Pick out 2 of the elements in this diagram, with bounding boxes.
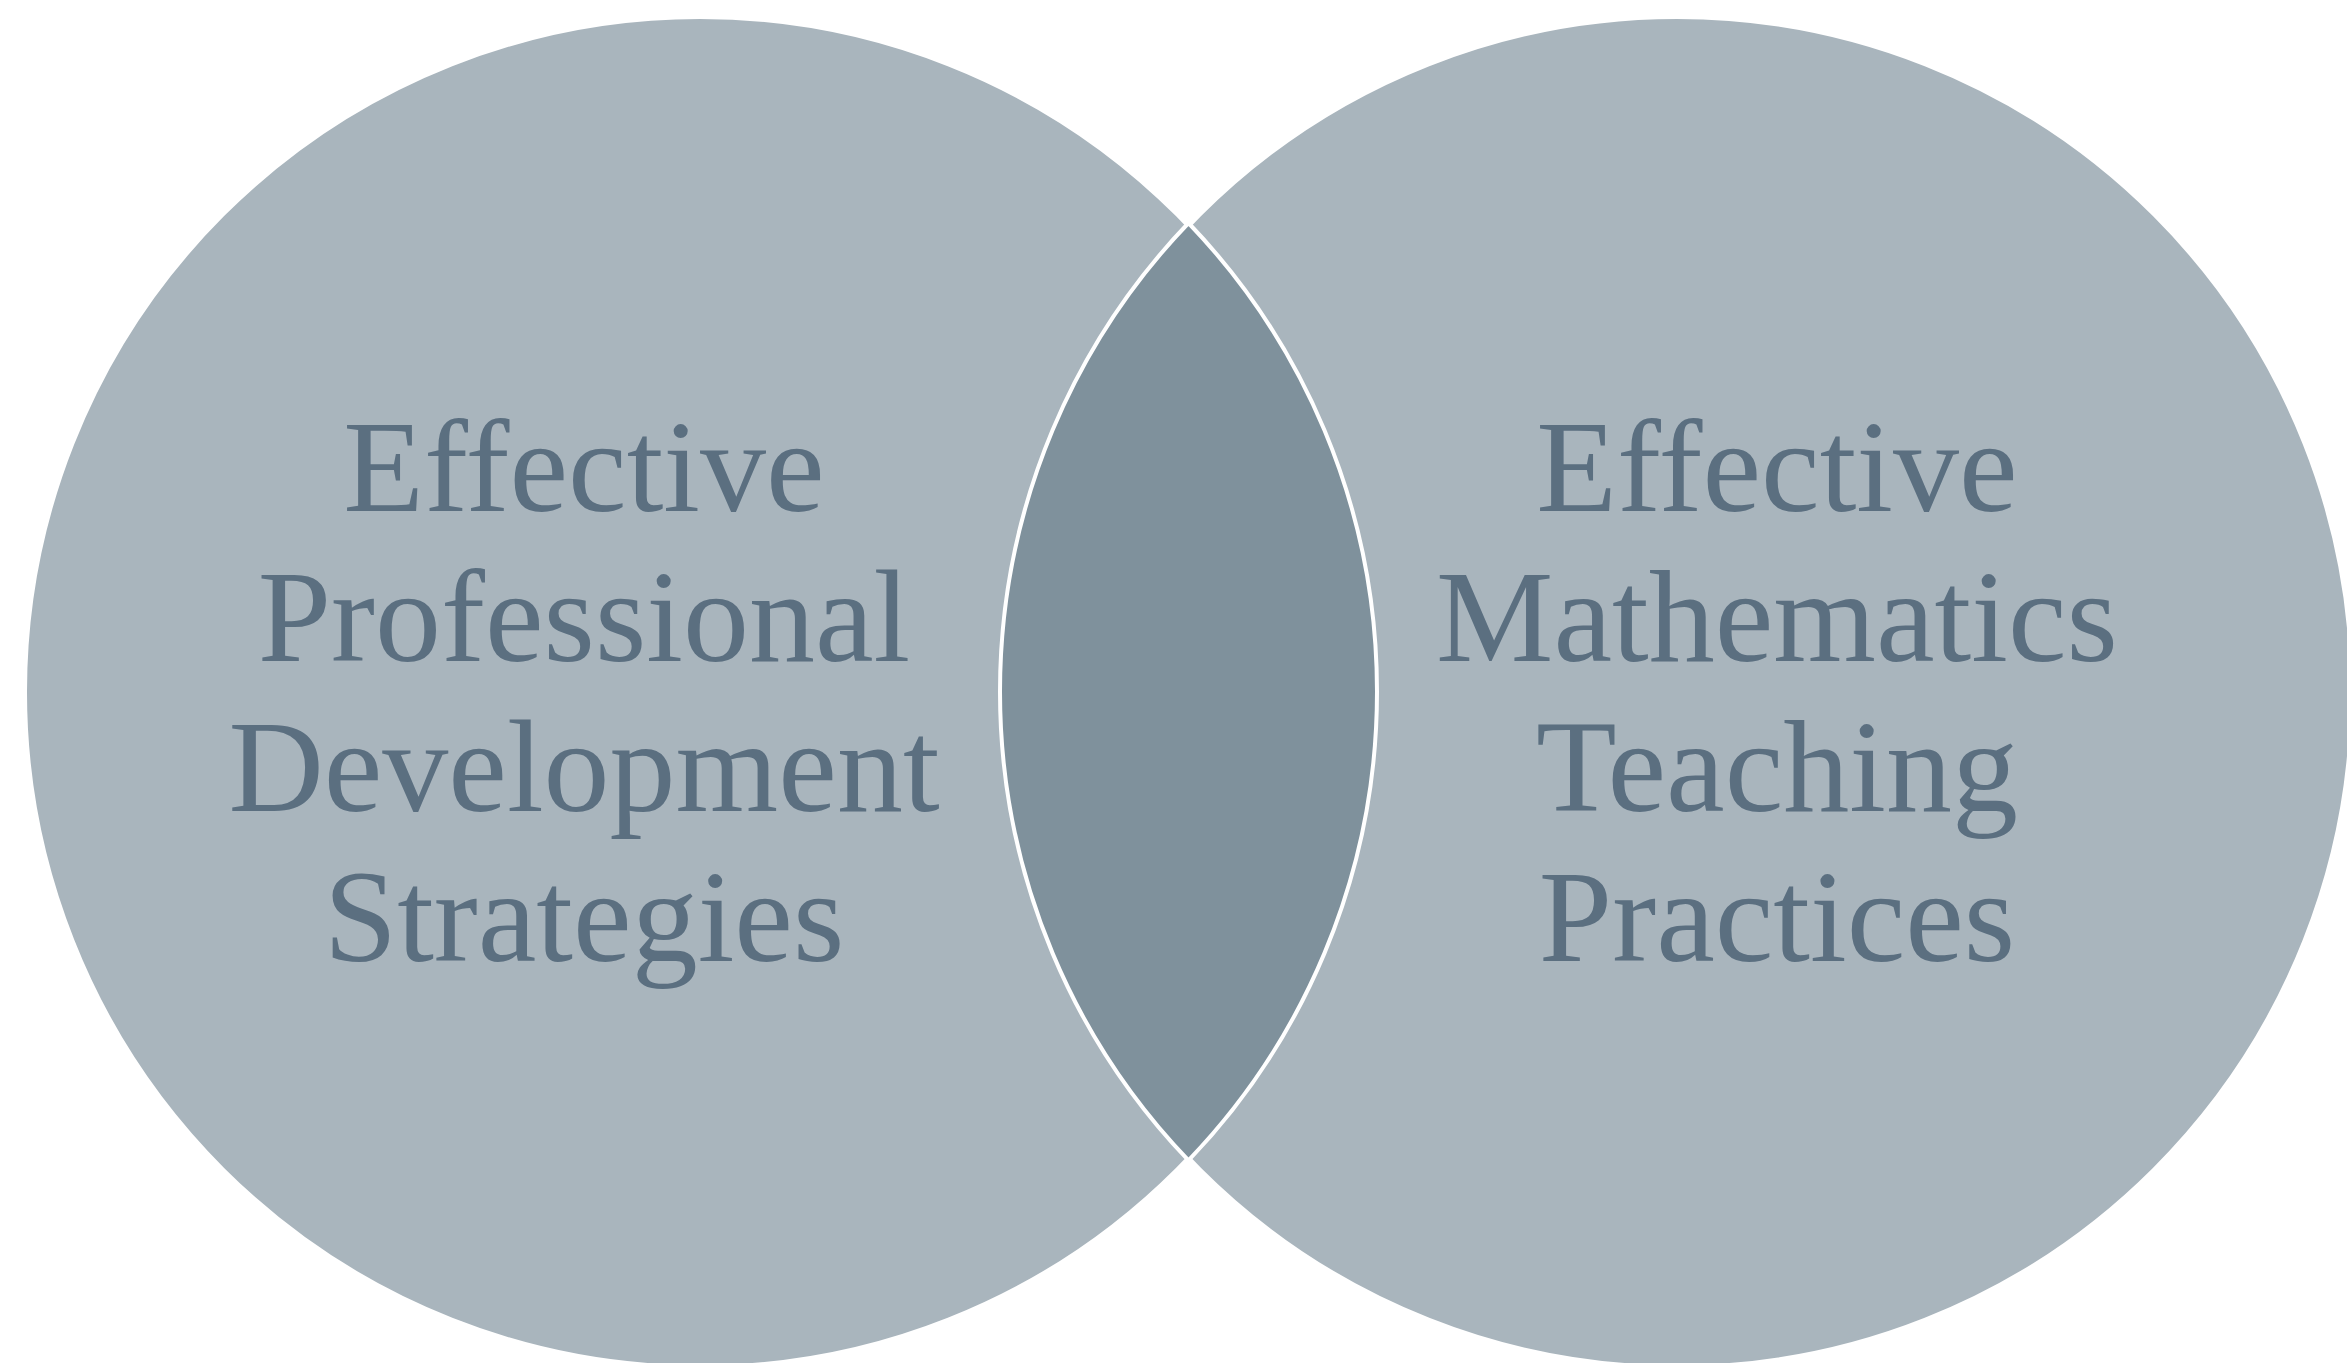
circle-label: Effective Mathematics Teaching Practices [1435, 392, 2119, 992]
circle-label: Effective Professional Development Strategies [227, 392, 941, 992]
